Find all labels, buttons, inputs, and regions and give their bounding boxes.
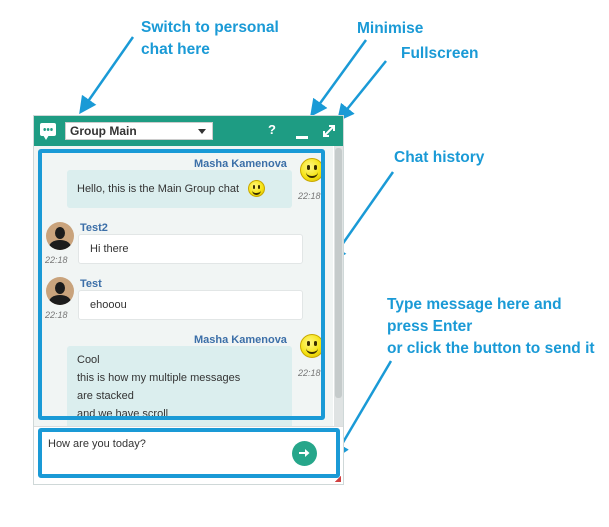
minimise-button[interactable]: [296, 124, 309, 140]
avatar: [46, 222, 74, 250]
annotation-fullscreen: Fullscreen: [401, 45, 479, 62]
message-time: 22:18: [298, 191, 321, 201]
message-text: ehooou: [90, 299, 127, 311]
chevron-down-icon: [198, 129, 206, 134]
avatar-smiley-icon: [300, 158, 324, 182]
group-select[interactable]: Group Main: [65, 122, 213, 140]
message-input-highlight: [38, 428, 340, 478]
message-line: are stacked: [77, 390, 134, 402]
avatar: [46, 277, 74, 305]
message-input[interactable]: [46, 434, 280, 454]
history-scrollbar[interactable]: [334, 146, 343, 426]
annotation-chat-history: Chat history: [394, 149, 485, 166]
message-bubble: Cool this is how my multiple messages ar…: [67, 346, 292, 426]
annotation-type-message: Type message here and press Enter or cli…: [387, 296, 595, 357]
help-button[interactable]: ?: [268, 122, 276, 137]
chat-header: Group Main ?: [34, 116, 343, 146]
message-time: 22:18: [45, 255, 68, 265]
send-button[interactable]: [292, 441, 317, 466]
message-time: 22:18: [45, 310, 68, 320]
annotation-switch-chat: Switch to personal chat here: [141, 19, 279, 58]
message-bubble: Hi there: [78, 234, 303, 264]
message-text: Hello, this is the Main Group chat: [77, 183, 240, 195]
message-line: Cool: [77, 354, 100, 366]
message-sender: Masha Kamenova: [194, 158, 287, 170]
chat-history[interactable]: Masha Kamenova Hello, this is the Main G…: [34, 146, 333, 426]
message-line: this is how my multiple messages: [77, 372, 241, 384]
message-text: Hi there: [90, 243, 129, 255]
group-select-value: Group Main: [70, 124, 137, 138]
chat-bubble-icon: [40, 123, 56, 140]
scrollbar-thumb[interactable]: [335, 148, 342, 398]
annotation-minimise: Minimise: [357, 20, 424, 37]
message-time: 22:18: [298, 368, 321, 378]
message-sender: Test: [80, 278, 102, 290]
message-bubble: ehooou: [78, 290, 303, 320]
message-sender: Test2: [80, 222, 108, 234]
resize-handle[interactable]: [335, 476, 341, 482]
fullscreen-button[interactable]: [322, 124, 336, 138]
message-sender: Masha Kamenova: [194, 334, 287, 346]
chat-history-highlight: [38, 149, 325, 420]
expand-icon: [323, 125, 335, 137]
smiley-icon: [248, 180, 265, 197]
arrow-right-icon: [299, 449, 310, 457]
